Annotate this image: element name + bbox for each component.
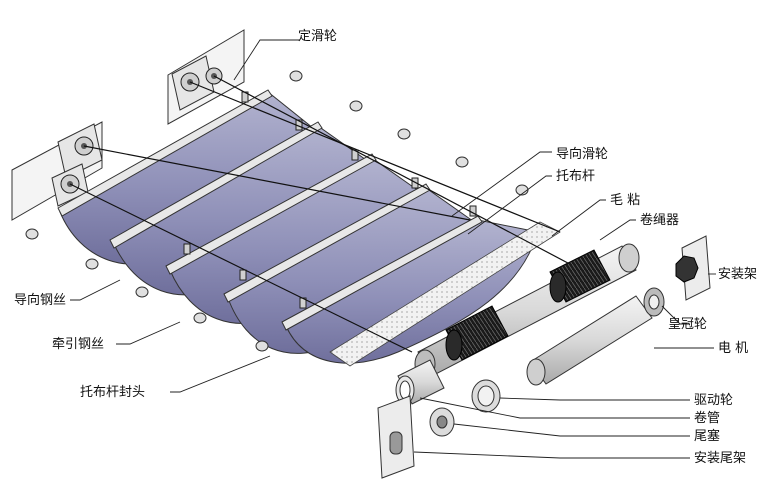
guide-wires xyxy=(69,75,601,353)
mount-bracket xyxy=(675,235,711,301)
guide-wire-upper-2 xyxy=(189,81,561,233)
motor xyxy=(526,295,653,386)
label-motor: 电 机 xyxy=(718,341,748,356)
label-rod-end-cap: 托布杆封头 xyxy=(80,385,145,400)
leader-lines xyxy=(70,39,716,459)
label-fixed-pulley: 定滑轮 xyxy=(298,29,337,44)
label-traction-wire: 牵引钢丝 xyxy=(52,337,104,352)
label-crown-wheel: 皇冠轮 xyxy=(668,317,707,332)
rope-winder-left xyxy=(445,305,509,361)
tail-plug xyxy=(429,407,455,437)
label-felt: 毛 粘 xyxy=(610,193,640,208)
cloth-rods xyxy=(57,89,483,331)
rod-end-cap-10 xyxy=(515,184,529,196)
tube-right-end xyxy=(618,243,640,273)
label-rope-winder: 卷绳器 xyxy=(640,212,679,228)
rod-end-cap-5 xyxy=(255,340,269,352)
label-guide-wire: 导向钢丝 xyxy=(14,292,66,308)
label-roller-tube: 卷管 xyxy=(694,410,720,426)
cloth-rod-5 xyxy=(281,215,483,331)
label-drive-wheel: 驱动轮 xyxy=(694,393,733,408)
traction-wire-lower-2 xyxy=(213,75,601,281)
rod-end-cap-6 xyxy=(289,70,303,82)
label-guide-pulley: 导向滑轮 xyxy=(556,146,608,162)
traction-wire-lower xyxy=(69,183,413,353)
rod-end-cap-4 xyxy=(193,312,207,324)
rod-end-cap-3 xyxy=(135,286,149,298)
rope-winder-right xyxy=(549,249,611,303)
label-tail-bracket: 安装尾架 xyxy=(694,451,746,466)
rod-end-cap-2 xyxy=(85,258,99,270)
guide-pulleys xyxy=(183,91,477,309)
rod-end-cap-7 xyxy=(349,100,363,112)
mount-bracket-gear xyxy=(675,255,699,283)
label-mount-bracket: 安装架 xyxy=(718,267,757,282)
guide-wire-upper xyxy=(83,145,471,221)
rod-end-cap-8 xyxy=(397,128,411,140)
label-cloth-rod: 托布杆 xyxy=(556,169,595,184)
cloth-rod-3 xyxy=(165,153,377,275)
cloth-rod-2 xyxy=(109,121,323,249)
fabric-panels xyxy=(59,91,539,364)
crown-wheel xyxy=(643,287,665,317)
cloth-rod-1 xyxy=(57,89,273,217)
rod-end-cap-1 xyxy=(25,228,39,240)
roller-tube-assembly xyxy=(414,243,640,379)
tail-mount-bracket xyxy=(377,395,415,479)
label-tail-plug: 尾塞 xyxy=(694,428,720,444)
rod-end-cap-9 xyxy=(455,156,469,168)
fabric-panel-5 xyxy=(285,219,539,364)
drive-wheel xyxy=(471,379,501,413)
rod-end-caps xyxy=(25,70,529,352)
